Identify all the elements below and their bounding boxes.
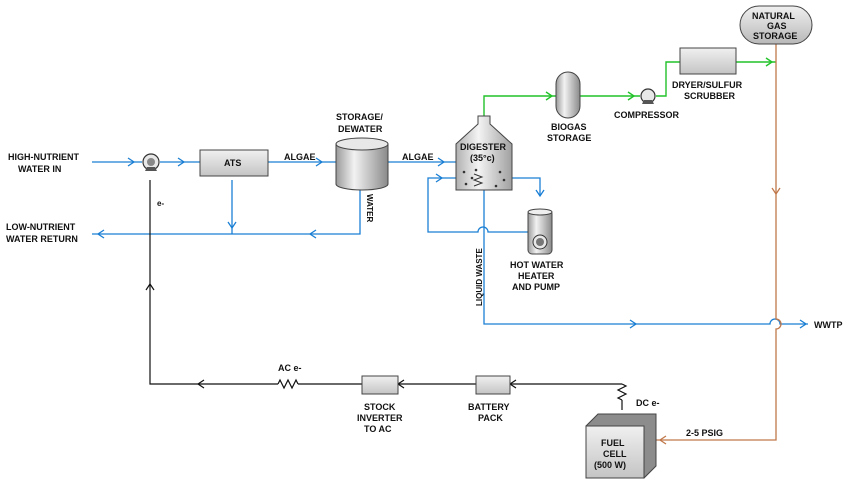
ats-to-storage-arrow [315,157,324,167]
psig-label: 2-5 PSIG [686,428,723,438]
dryer-label: DRYER/SULFUR [672,80,743,90]
compressor-icon [640,88,656,104]
dryer-scrubber-unit [679,47,737,75]
inverter-label-3: TO AC [364,424,392,434]
fuel-arrow-1 [771,187,781,196]
gas-to-fuel-cell-line [656,44,782,441]
labels: HIGH-NUTRIENT WATER IN LOW-NUTRIENT WATE… [6,11,843,470]
waste-arrow-1 [629,319,638,329]
biogas-label: BIOGAS [551,122,587,132]
fuel-arrow-2 [658,435,667,445]
hot-water-supply-line [508,177,541,196]
low-nutrient-label: LOW-NUTRIENT [6,222,76,232]
digester-tank [455,115,513,191]
waste-arrow-2 [799,319,808,329]
storage-dewater-label-2: DEWATER [338,124,383,134]
digester-to-biogas-line [483,95,556,116]
natural-gas-label: NATURAL [752,11,795,21]
gas-lines [483,57,776,116]
pump-to-ats-arrow [177,157,186,167]
gas-arrow-3 [765,57,774,67]
liquid-waste-label: LIQUID WASTE [475,248,484,306]
gas-arrow-2 [627,91,636,101]
dryer-label-2: SCRUBBER [684,91,736,101]
dc-resistor-icon [616,383,628,401]
natural-gas-label-3: STORAGE [753,31,797,41]
algae-label-1: ALGAE [284,152,316,162]
low-nutrient-label-2: WATER RETURN [6,234,78,244]
return-arrow-1 [308,229,317,239]
ac-label: AC e- [278,363,302,373]
natural-gas-label-2: GAS [767,21,787,31]
hot-water-label-2: HEATER [518,271,555,281]
storage-dewater-tank [335,137,389,191]
fuel-cell-label-3: (500 W) [594,460,626,470]
fuel-cell-label-2: CELL [603,449,627,459]
compressor-to-dryer-line [656,61,680,97]
hot-water-return-line [427,177,528,233]
natural-gas-storage-tank [739,5,813,45]
water-label: WATER [365,194,374,223]
battery-pack-unit [475,375,511,395]
hot-water-heater [527,208,553,255]
pump-electron-label: e- [157,199,164,208]
storage-dewater-label: STORAGE/ [336,112,383,122]
ac-resistor-icon [277,378,299,390]
fuel-cell-label: FUEL [601,438,625,448]
digester-temp-label: (35°c) [470,153,495,163]
high-nutrient-label: HIGH-NUTRIENT [8,152,79,162]
liquid-waste-line [483,190,808,325]
biogas-label-2: STORAGE [547,133,591,143]
ats-unit [199,149,269,177]
ats-label: ATS [224,158,241,168]
hot-water-label-3: AND PUMP [512,282,560,292]
inlet-pump-icon [142,153,160,171]
storage-to-digester-arrow [437,157,446,167]
elec-arrow-4 [145,282,155,291]
battery-label: BATTERY [468,402,510,412]
digester-label: DIGESTER [460,142,507,152]
return-line [92,190,361,235]
algae-label-2: ALGAE [402,152,434,162]
wwtp-label: WWTP [814,320,843,330]
high-nutrient-label-2: WATER IN [18,164,61,174]
elec-arrow-3 [196,379,205,389]
inverter-label-2: INVERTER [357,413,403,423]
water-lines [92,157,808,329]
fuel-cell-unit [585,413,657,479]
ac-to-pump-line [149,180,278,385]
hot-water-label: HOT WATER [510,260,564,270]
biogas-storage-tank [555,71,581,119]
inlet-arrow [127,157,136,167]
gas-arrow-1 [545,91,554,101]
dc-label: DC e- [636,398,660,408]
battery-label-2: PACK [478,413,503,423]
inverter-unit [361,375,399,395]
ats-return-arrow [227,221,237,230]
inverter-label: STOCK [364,402,396,412]
hot-water-arrow-2 [535,189,545,198]
fuel-supply-line [656,44,782,445]
hot-water-arrow-1 [435,173,444,183]
compressor-label: COMPRESSOR [614,110,680,120]
return-arrow-2 [96,229,105,239]
